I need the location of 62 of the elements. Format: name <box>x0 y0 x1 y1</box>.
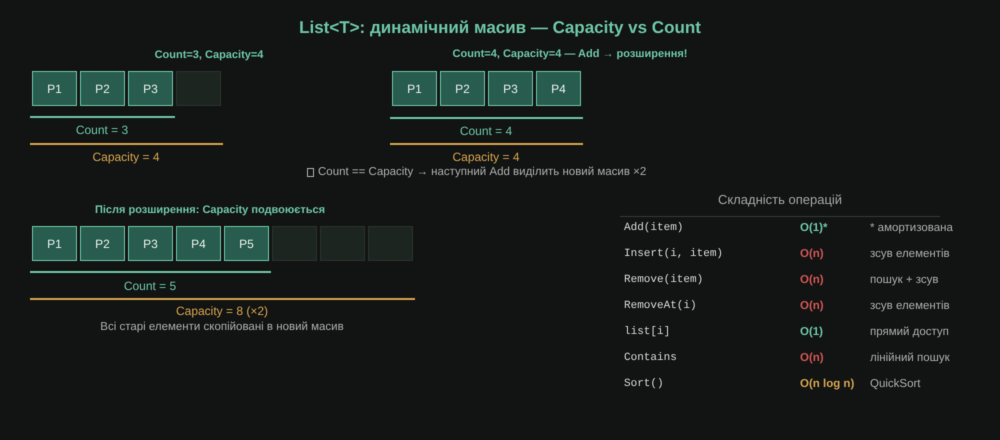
slot-label: P2 <box>95 82 110 96</box>
empty-array-slot <box>368 226 413 261</box>
note-text: Всі старі елементи скопійовані в новий масив <box>100 320 344 334</box>
method-name: RemoveAt(i) <box>624 299 697 313</box>
slot-label: P3 <box>143 236 158 250</box>
slot-label: P4 <box>551 82 566 96</box>
slot-label: P2 <box>95 236 110 250</box>
slot-label: P4 <box>191 236 206 250</box>
description-text: зсув елементів <box>870 299 950 313</box>
array-slot <box>80 226 125 261</box>
description-text: * амортизована <box>870 221 953 235</box>
array-slot <box>128 71 173 106</box>
array-slot <box>440 71 485 106</box>
capacity-label: Capacity = 8 (×2) <box>176 304 268 318</box>
slot-label: P3 <box>503 82 518 96</box>
empty-array-slot <box>320 226 365 261</box>
array-slot <box>128 226 173 261</box>
array-slot <box>32 226 77 261</box>
complexity-value: O(n log n) <box>800 377 854 391</box>
slot-label: P1 <box>47 236 62 250</box>
complexity-value: O(n) <box>800 273 824 287</box>
empty-array-slot <box>272 226 317 261</box>
complexity-value: O(1) <box>800 325 823 339</box>
description-text: зсув елементів <box>870 247 950 261</box>
count-label: Count = 3 <box>76 123 128 137</box>
array-slot <box>488 71 533 106</box>
diagram-title: List<T>: динамічний масив — Capacity vs Count <box>298 17 702 39</box>
array-slot <box>536 71 581 106</box>
complexity-value: O(n) <box>800 351 824 365</box>
array-slot <box>176 226 221 261</box>
array-slot <box>80 71 125 106</box>
description-text: прямий доступ <box>870 325 949 339</box>
slot-label: P1 <box>47 82 62 96</box>
method-name: Insert(i, item) <box>624 247 724 261</box>
method-name: Sort() <box>624 377 664 391</box>
array-slot <box>32 71 77 106</box>
count-label: Count = 4 <box>460 124 512 138</box>
array-slot <box>224 226 269 261</box>
array-slot <box>392 71 437 106</box>
method-name: list[i] <box>624 325 670 339</box>
empty-array-slot <box>176 71 221 106</box>
section-heading: Після розширення: Capacity подвоюється <box>94 203 326 217</box>
capacity-label: Capacity = 4 <box>452 150 520 164</box>
count-label: Count = 5 <box>124 279 176 293</box>
complexity-value: O(n) <box>800 299 824 313</box>
slot-label: P5 <box>239 236 254 250</box>
section-heading: Count=4, Capacity=4 — Add → розширення! <box>452 47 688 61</box>
slot-label: P1 <box>407 82 422 96</box>
capacity-label: Capacity = 4 <box>92 150 160 164</box>
note-text: Count == Capacity → наступний Add виділить новий масив ×2 <box>318 165 646 179</box>
slot-label: P2 <box>455 82 470 96</box>
slot-label: P3 <box>143 82 158 96</box>
complexity-value: O(1)* <box>800 221 828 235</box>
section-heading: Count=3, Capacity=4 <box>154 48 264 62</box>
description-text: пошук + зсув <box>870 273 938 287</box>
description-text: QuickSort <box>870 377 920 391</box>
description-text: лінійний пошук <box>870 351 950 365</box>
table-title: Складність операцій <box>718 192 842 208</box>
method-name: Contains <box>624 351 677 365</box>
complexity-value: O(n) <box>800 247 824 261</box>
method-name: Remove(item) <box>624 273 704 287</box>
method-name: Add(item) <box>624 221 684 235</box>
